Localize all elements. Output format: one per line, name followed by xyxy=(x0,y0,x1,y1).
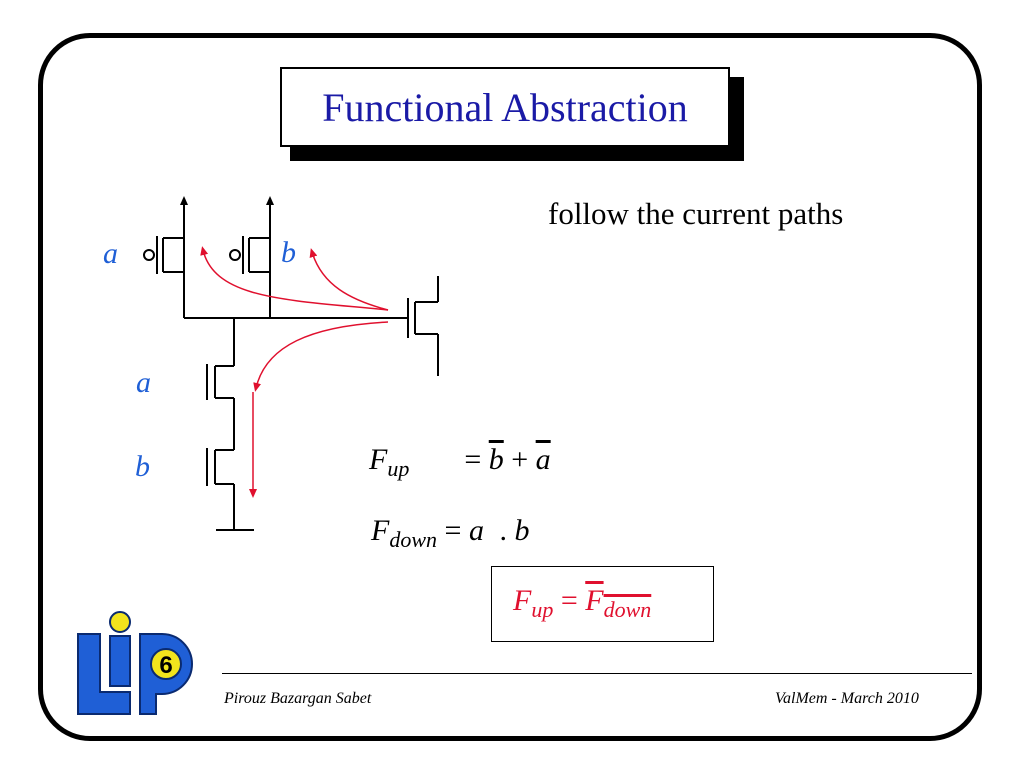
pmos-transistor-a xyxy=(143,196,188,318)
label-nmos-b: b xyxy=(135,450,150,483)
nmos-transistor-a xyxy=(206,318,235,400)
label-nmos-a: a xyxy=(136,366,151,399)
footer-author: Pirouz Bazargan Sabet xyxy=(224,690,372,707)
equation-fup: Fup = b + a xyxy=(369,443,551,481)
label-pmos-b: b xyxy=(281,236,296,269)
logo-number: 6 xyxy=(159,652,172,679)
equation-fdown: Fdown = a . b xyxy=(371,514,530,552)
slide-frame xyxy=(38,33,982,741)
slide-title: Functional Abstraction xyxy=(280,67,730,147)
nmos-transistor-b xyxy=(206,398,254,531)
footer-event: ValMem - March 2010 xyxy=(775,690,919,707)
current-path-arrow xyxy=(253,321,389,392)
footer-divider xyxy=(222,673,972,674)
current-path-arrow xyxy=(309,248,389,311)
lip6-logo: 6 xyxy=(77,611,193,715)
load-transistor xyxy=(392,276,439,376)
label-pmos-a: a xyxy=(103,237,118,270)
result-box xyxy=(491,566,714,642)
current-path-arrow xyxy=(200,246,389,311)
result-equation: Fup = Fdown xyxy=(513,584,652,622)
slide-title-text: Functional Abstraction xyxy=(322,84,688,130)
caption: follow the current paths xyxy=(548,196,844,231)
pmos-transistor-b xyxy=(229,196,274,318)
